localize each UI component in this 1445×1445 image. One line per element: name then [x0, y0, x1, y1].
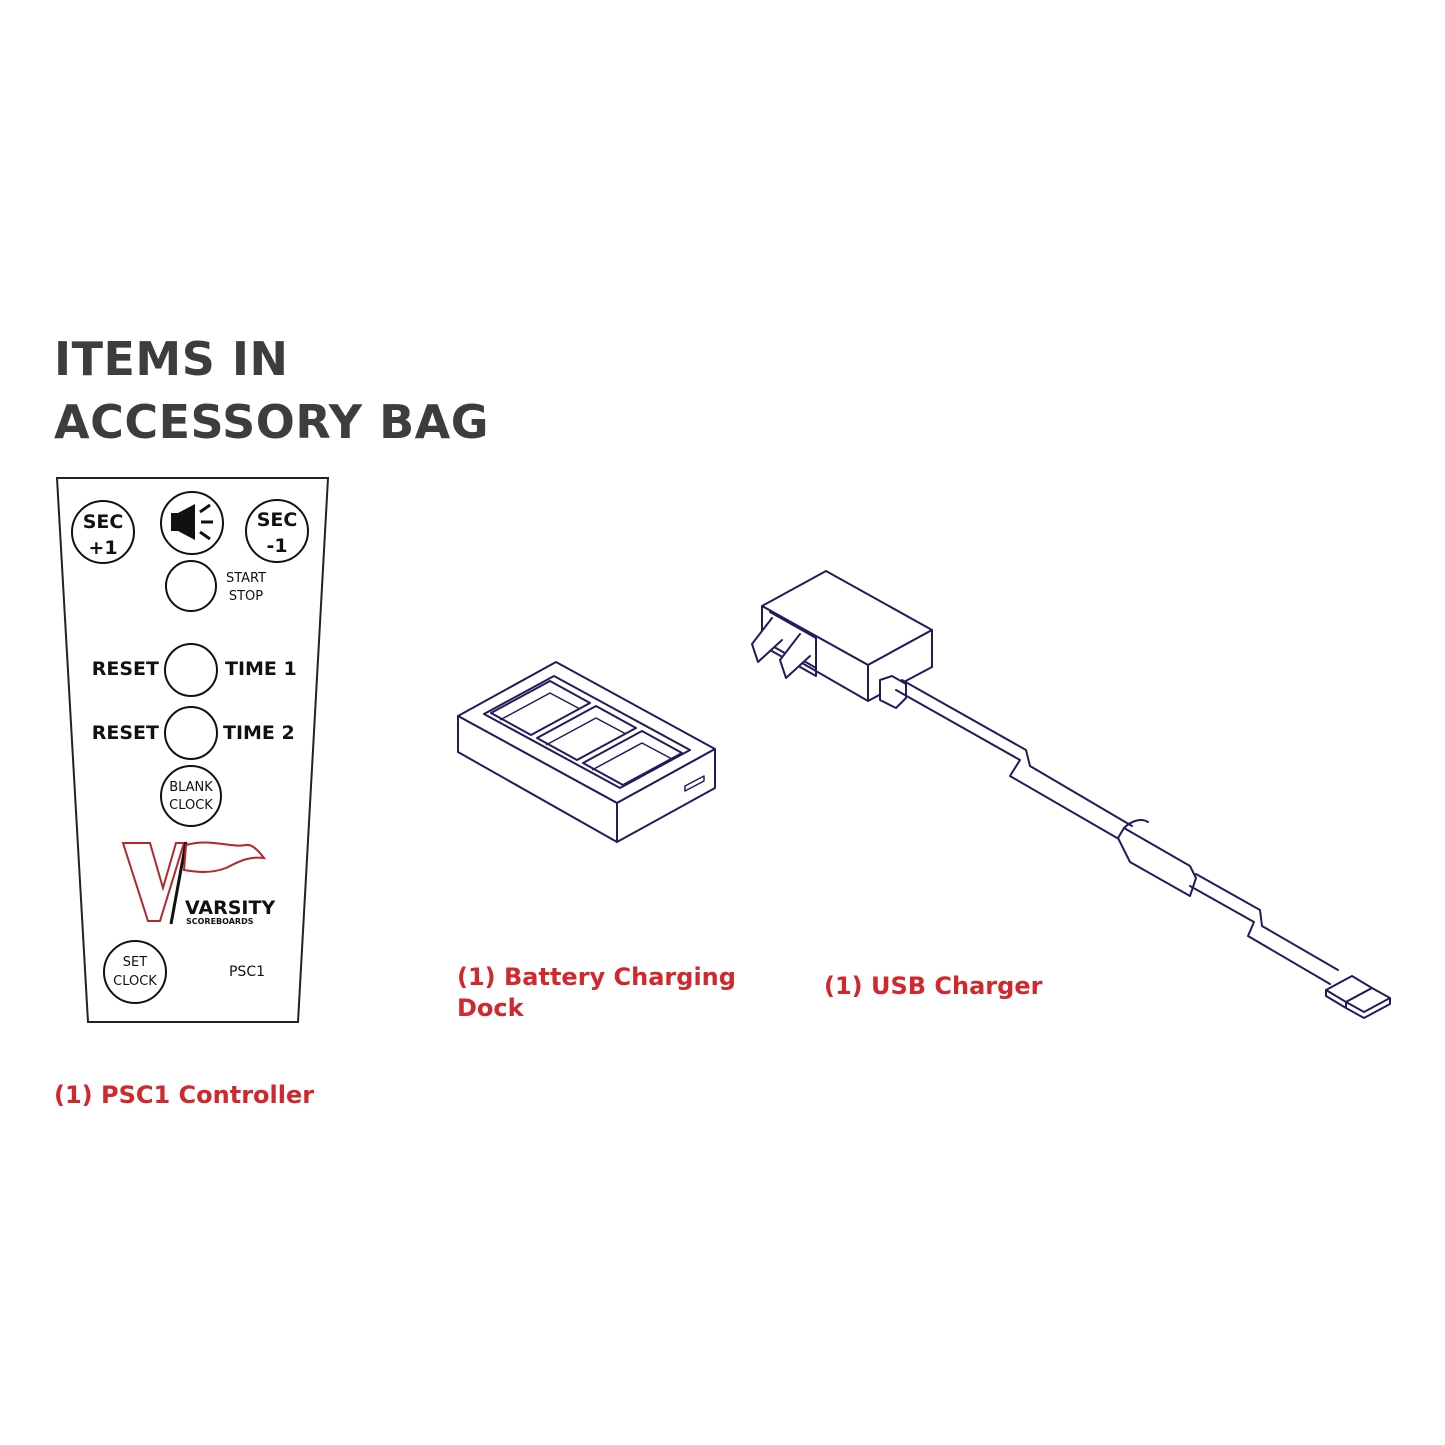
set-clock-label: CLOCK — [113, 974, 157, 989]
start-stop-button: START STOP — [165, 560, 266, 612]
dock-caption-line-1: (1) Battery Charging — [457, 963, 736, 991]
blank-clock-button: BLANK CLOCK — [160, 765, 222, 827]
page-title: ITEMS IN ACCESSORY BAG — [54, 328, 489, 454]
megaphone-icon — [171, 503, 213, 541]
charger-caption: (1) USB Charger — [824, 972, 1043, 1000]
blank-clock-label: CLOCK — [169, 798, 213, 813]
brand-sub: SCOREBOARDS — [186, 917, 254, 926]
model-label: PSC1 — [229, 964, 265, 980]
dock-caption-line-2: Dock — [457, 994, 524, 1022]
reset-2-label: RESET — [92, 722, 159, 744]
blank-label: BLANK — [169, 780, 213, 795]
sec-plus-label-bottom: +1 — [88, 537, 117, 559]
controller-caption: (1) PSC1 Controller — [54, 1081, 315, 1109]
horn-button — [160, 491, 224, 555]
stop-label: STOP — [229, 589, 263, 604]
sec-minus-label-top: SEC — [257, 509, 298, 531]
set-label: SET — [123, 955, 147, 970]
start-label: START — [226, 571, 266, 586]
title-line-2: ACCESSORY BAG — [54, 395, 489, 449]
title-line-1: ITEMS IN — [54, 332, 289, 386]
varsity-logo: VARSITY SCOREBOARDS — [121, 841, 275, 926]
psc1-controller: SEC +1 SEC -1 START STOP RESET — [55, 477, 330, 1023]
sec-minus-button: SEC -1 — [245, 499, 309, 563]
time-2-button: RESET TIME 2 — [92, 706, 295, 760]
battery-charging-dock — [457, 661, 716, 843]
time-2-label: TIME 2 — [223, 722, 295, 744]
brand-name: VARSITY — [185, 897, 275, 919]
time-1-button: RESET TIME 1 — [92, 643, 297, 697]
sec-plus-button: SEC +1 — [71, 500, 135, 564]
set-clock-button: SET CLOCK — [103, 940, 167, 1004]
usb-charger — [751, 570, 1391, 1019]
dock-caption: (1) Battery Charging Dock — [457, 962, 736, 1024]
time-1-label: TIME 1 — [225, 658, 297, 680]
reset-1-label: RESET — [92, 658, 159, 680]
sec-plus-label-top: SEC — [83, 511, 124, 533]
sec-minus-label-bottom: -1 — [266, 535, 287, 557]
